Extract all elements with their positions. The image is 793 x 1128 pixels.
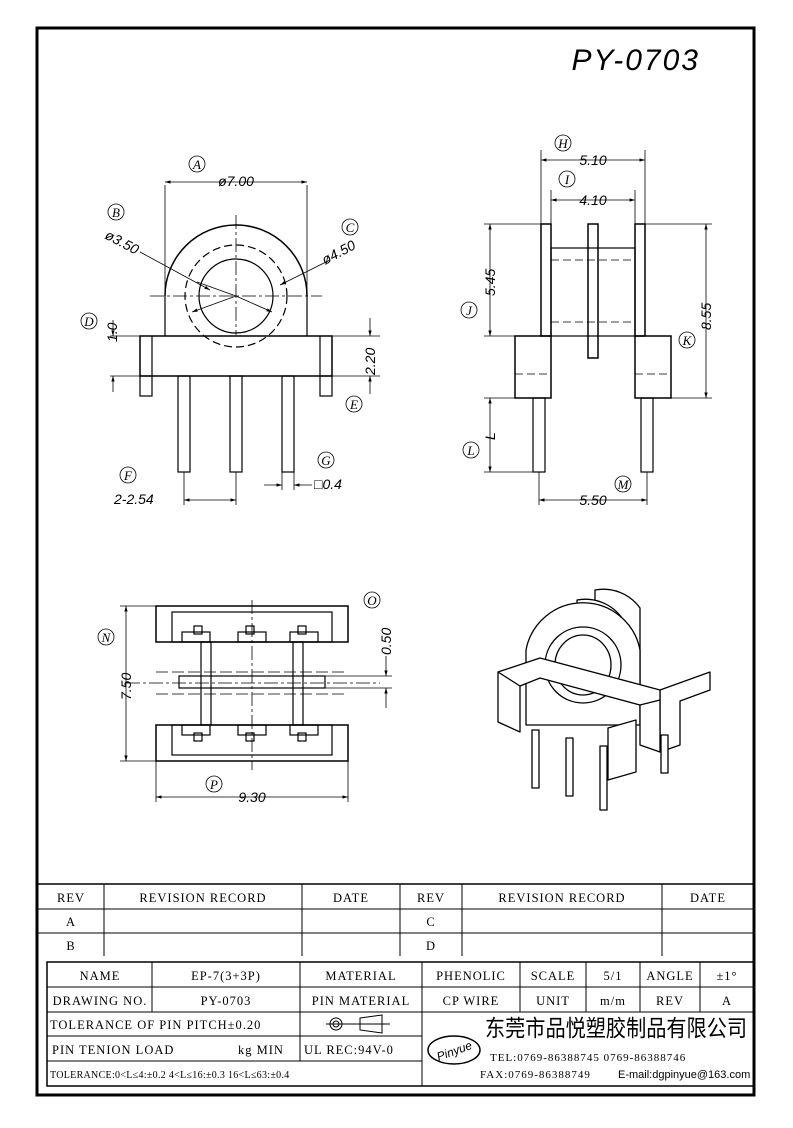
callouts-side: H I J K L M (460, 134, 696, 493)
company-logo: Pinyue (435, 1038, 475, 1064)
angle-label: ANGLE (646, 969, 693, 983)
front-view (110, 180, 380, 505)
callout-c: C (346, 220, 355, 235)
rev-header-1: REV (57, 891, 85, 905)
tolerance-general: TOLERANCE:0<L≤4:±0.2 4<L≤16:±0.3 16<L≤63… (50, 1070, 290, 1081)
name-value: EP-7(3+3P) (191, 969, 261, 983)
revision-record-header-2: REVISION RECORD (498, 891, 625, 905)
callout-g: G (321, 453, 331, 468)
drawing-no-value: PY-0703 (201, 994, 252, 1008)
callout-e: E (349, 397, 358, 412)
callout-j: J (466, 303, 473, 318)
dim-m-label: 5.50 (579, 492, 606, 508)
pin-material-label: PIN MATERIAL (312, 994, 410, 1008)
callout-f: F (123, 468, 133, 483)
company-fax: FAX:0769-86388749 (480, 1069, 591, 1081)
material-value: PHENOLIC (436, 969, 506, 983)
rev-header-2: REV (417, 891, 445, 905)
side-view (484, 150, 712, 505)
rev-c: C (426, 915, 435, 929)
unit-label: UNIT (536, 994, 570, 1008)
dim-l-label: L (482, 432, 498, 440)
callout-l: L (466, 443, 474, 458)
pin-material-value: CP WIRE (443, 994, 500, 1008)
dim-o-label: 0.50 (378, 628, 394, 655)
dim-a-label: ø7.00 (218, 173, 254, 189)
callout-n: N (101, 630, 112, 645)
info-table (46, 961, 755, 1087)
pin-tension-unit: kg MIN (238, 1043, 284, 1057)
drawing-frame (35, 26, 756, 1097)
callout-a: A (192, 157, 201, 172)
callout-h: H (557, 136, 568, 151)
date-header-1: DATE (333, 891, 369, 905)
dim-j-label: 5.45 (482, 269, 498, 296)
dim-f-label: 2-2.54 (113, 491, 154, 507)
dim-g-label: □0.4 (314, 476, 342, 492)
dim-i-label: 4.10 (579, 192, 606, 208)
rev-a: A (66, 915, 76, 929)
dim-e-label: 2.20 (362, 348, 378, 376)
drawing-no-label: DRAWING NO. (53, 994, 148, 1008)
scale-label: SCALE (531, 969, 576, 983)
name-label: NAME (80, 969, 121, 983)
callout-b: B (112, 205, 120, 220)
rev-b: B (66, 939, 75, 953)
company-name: 东莞市品悦塑胶制品有限公司 (485, 1016, 747, 1042)
pin-tension-label: PIN TENION LOAD (52, 1043, 174, 1057)
callout-k: K (682, 333, 693, 348)
unit-value: m/m (600, 994, 626, 1008)
revision-record-header-1: REVISION RECORD (139, 891, 266, 905)
scale-value: 5/1 (604, 969, 623, 983)
callout-p: P (209, 777, 218, 792)
dim-n-label: 7.50 (118, 673, 134, 700)
angle-value: ±1° (716, 969, 737, 983)
dim-d-label: 1.0 (104, 322, 120, 342)
callout-o: O (367, 593, 377, 608)
rev-d: D (426, 939, 436, 953)
dim-k-label: 8.55 (698, 303, 714, 330)
callouts-top: O N P (97, 591, 381, 793)
dim-h-label: 5.10 (579, 152, 606, 168)
rev-value: A (722, 994, 732, 1008)
callout-i: I (564, 172, 570, 187)
revision-table (37, 883, 754, 956)
callouts-front: A B C D E F G (80, 155, 363, 484)
ul-rec: UL REC:94V-0 (304, 1043, 394, 1057)
top-view (120, 600, 392, 802)
tolerance-pin-pitch: TOLERANCE OF PIN PITCH±0.20 (50, 1018, 261, 1032)
date-header-2: DATE (690, 891, 726, 905)
company-email: E-mail:dgpinyue@163.com (618, 1069, 750, 1081)
dim-c-label: ø4.50 (319, 237, 358, 268)
rev-label: REV (656, 994, 684, 1008)
callout-m: M (617, 477, 630, 492)
material-label: MATERIAL (325, 969, 396, 983)
dim-b-label: ø3.50 (103, 227, 142, 258)
isometric-view (497, 588, 711, 811)
dim-p-label: 9.30 (238, 789, 265, 805)
callout-d: D (83, 314, 94, 329)
part-number-title: PY-0703 (571, 44, 700, 77)
company-tel: TEL:0769-86388745 0769-86388746 (490, 1052, 686, 1064)
